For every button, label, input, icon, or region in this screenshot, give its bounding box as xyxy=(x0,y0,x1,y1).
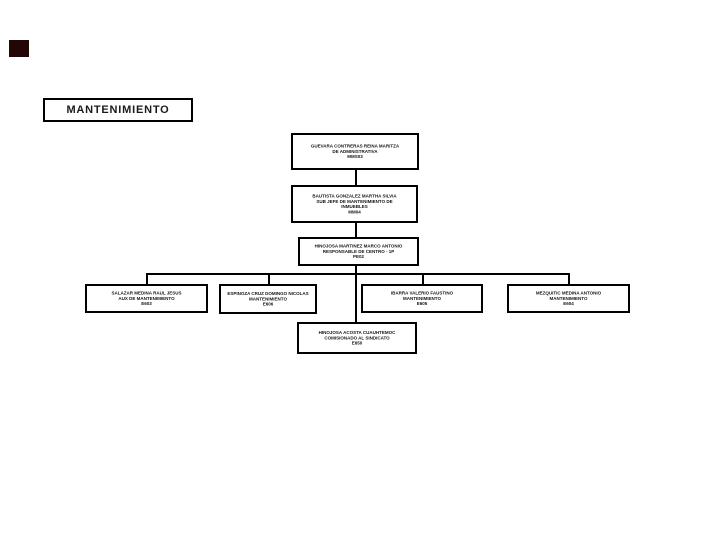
org-chart-title-box: MANTENIMIENTO xyxy=(43,98,193,122)
node-line: E606 xyxy=(262,301,274,307)
org-node-aux-1-text: SALAZAR MEDINA RAUL JESUS AUX DE MANTENI… xyxy=(87,286,206,311)
org-node-aux-3-text: IBARRA VALERIO FAUSTINO MANTENIMIENTO E6… xyxy=(363,286,481,311)
node-line: MM04 xyxy=(348,209,361,215)
org-node-sub-jefe-text: BAUTISTA GONZALEZ MARTHA SILVIA SUB JEFE… xyxy=(293,187,416,221)
node-line: E604 xyxy=(563,301,574,307)
node-line: MMS03 xyxy=(347,154,363,160)
node-line: PE02 xyxy=(352,254,365,260)
org-node-aux-1: SALAZAR MEDINA RAUL JESUS AUX DE MANTENI… xyxy=(85,284,208,313)
node-line: MANTENIMIENTO xyxy=(249,296,287,302)
node-line: E650 xyxy=(351,340,363,346)
connector-horizontal-bus xyxy=(146,273,569,275)
node-line: BAUTISTA GONZALEZ MARTHA SILVIA xyxy=(312,193,397,199)
connector-subjefe-responsable xyxy=(355,223,357,237)
node-line: INMUEBLES xyxy=(341,204,368,209)
org-node-comisionado-text: HINOJOSA ACOSTA CUAUHTEMOC COMISIONADO A… xyxy=(299,324,415,352)
node-line: RESPONSABLE DE CENTRO - 1P xyxy=(322,248,395,254)
connector-drop-aux-4 xyxy=(568,273,570,284)
node-line: MANTENIMIENTO xyxy=(403,295,441,301)
connector-drop-aux-3 xyxy=(422,273,424,284)
node-line: HINOJOSA ACOSTA CUAUHTEMOC xyxy=(318,330,396,336)
node-line: E605 xyxy=(416,301,428,307)
org-node-aux-4: MEZQUITIC MEDINA ANTONIO MANTENIMIENTO E… xyxy=(507,284,630,313)
org-node-comisionado: HINOJOSA ACOSTA CUAUHTEMOC COMISIONADO A… xyxy=(297,322,417,354)
slide-accent-mark xyxy=(9,40,29,57)
node-line: MEZQUITIC MEDINA ANTONIO xyxy=(535,290,602,296)
org-node-responsable: HINOJOSA MARTINEZ MARCO ANTONIO RESPONSA… xyxy=(298,237,419,266)
connector-responsable-stub xyxy=(355,266,357,274)
org-node-admin-text: GUEVARA CONTRERAS REINA MARITZA DE ADMIN… xyxy=(293,135,417,168)
node-line: DE ADMINISTRATIVA xyxy=(332,148,378,154)
node-line: AUX DE MANTENIMIENTO xyxy=(118,295,175,301)
node-line: MANTENIMIENTO xyxy=(549,295,588,301)
connector-drop-aux-1 xyxy=(146,273,148,284)
node-line: GUEVARA CONTRERAS REINA MARITZA xyxy=(310,143,400,149)
org-node-responsable-text: HINOJOSA MARTINEZ MARCO ANTONIO RESPONSA… xyxy=(300,239,417,264)
node-line: SUB JEFE DE MANTENIMIENTO DE xyxy=(316,198,393,204)
connector-drop-aux-2 xyxy=(268,273,270,284)
org-node-sub-jefe: BAUTISTA GONZALEZ MARTHA SILVIA SUB JEFE… xyxy=(291,185,418,223)
org-node-aux-2-text: ESPINOZA CRUZ DOMINGO NICOLAS MANTENIMIE… xyxy=(221,286,315,312)
node-line: HINOJOSA MARTINEZ MARCO ANTONIO xyxy=(314,243,403,249)
node-line: IBARRA VALERIO FAUSTINO xyxy=(390,290,454,296)
node-line: COMISIONADO AL SINDICATO xyxy=(324,335,390,341)
org-node-aux-4-text: MEZQUITIC MEDINA ANTONIO MANTENIMIENTO E… xyxy=(509,286,628,311)
org-node-admin: GUEVARA CONTRERAS REINA MARITZA DE ADMIN… xyxy=(291,133,419,170)
org-node-aux-3: IBARRA VALERIO FAUSTINO MANTENIMIENTO E6… xyxy=(361,284,483,313)
org-node-aux-2: ESPINOZA CRUZ DOMINGO NICOLAS MANTENIMIE… xyxy=(219,284,317,314)
connector-drop-comisionado xyxy=(355,273,357,322)
org-chart-title-label: MANTENIMIENTO xyxy=(66,104,170,116)
node-line: E603 xyxy=(141,301,152,307)
node-line: ESPINOZA CRUZ DOMINGO NICOLAS xyxy=(227,291,309,297)
node-line: SALAZAR MEDINA RAUL JESUS xyxy=(111,290,182,296)
connector-admin-subjefe xyxy=(355,170,357,185)
